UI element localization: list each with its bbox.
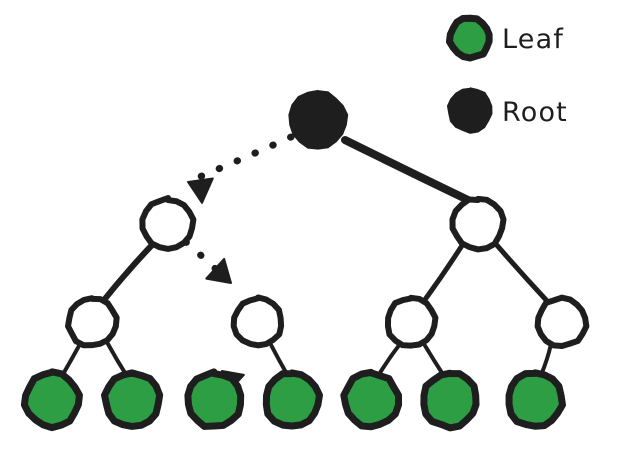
tree-node-leaf[interactable] <box>505 369 566 430</box>
legend-root[interactable]: Root <box>446 87 568 134</box>
tree-edge <box>376 342 402 378</box>
tree-node-leaf[interactable] <box>340 368 403 431</box>
traversal-arrow-line <box>193 133 295 182</box>
tree-node-internal[interactable] <box>534 294 590 349</box>
leaf-marker-icon <box>445 14 493 62</box>
node-circle <box>449 195 507 253</box>
tree-node-internal[interactable] <box>139 195 197 252</box>
node-circle <box>420 369 480 432</box>
tree-node-internal[interactable] <box>230 294 285 349</box>
traversal-arrow-head <box>187 177 214 204</box>
node-circle <box>534 294 590 349</box>
tree-edge <box>422 342 446 378</box>
tree-node-leaf[interactable] <box>101 369 164 430</box>
tree-edge <box>539 342 553 377</box>
nodes-layer <box>20 89 590 432</box>
legend-leaf[interactable]: Leaf <box>445 14 564 62</box>
tree-node-leaf[interactable] <box>420 369 480 432</box>
node-circle <box>505 369 566 430</box>
tree-node-leaf[interactable] <box>20 368 83 432</box>
tree-edge <box>341 136 472 204</box>
node-circle <box>65 295 120 349</box>
legend-leaf-label: Leaf <box>502 24 564 55</box>
tree-node-leaf[interactable] <box>262 369 323 430</box>
tree-node-internal[interactable] <box>65 295 120 349</box>
tree-edge <box>60 342 82 378</box>
node-circle <box>230 294 285 349</box>
tree-node-leaf[interactable] <box>184 368 245 430</box>
tree-edge <box>421 241 466 304</box>
node-circle <box>288 89 349 150</box>
node-circle <box>262 369 323 430</box>
node-circle <box>184 368 245 430</box>
tree-node-internal[interactable] <box>449 195 507 253</box>
root-marker-icon <box>446 87 493 134</box>
node-circle <box>101 369 164 430</box>
tree-edge <box>101 241 156 303</box>
tree-node-internal[interactable] <box>384 294 439 349</box>
legend-root-label: Root <box>502 97 568 128</box>
node-circle <box>340 368 403 431</box>
tree-edge <box>492 240 551 305</box>
traversal-arrow-head <box>205 257 232 284</box>
node-circle <box>384 294 439 349</box>
tree-node-root[interactable] <box>288 89 349 150</box>
node-circle <box>20 368 83 432</box>
edges-layer <box>60 136 553 378</box>
node-circle <box>139 195 197 252</box>
